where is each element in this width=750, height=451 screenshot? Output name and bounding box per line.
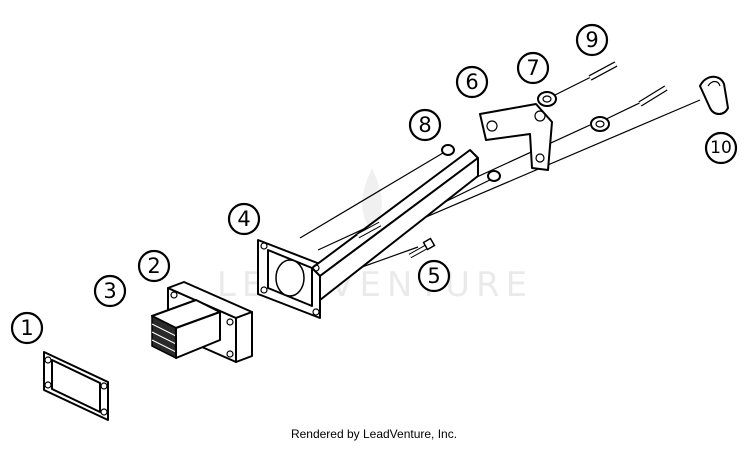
part-9-bolt xyxy=(588,61,668,107)
callout-4: 4 xyxy=(227,202,261,236)
svg-text:4: 4 xyxy=(237,207,250,231)
callout-10: 10 xyxy=(704,131,738,165)
callout-1: 1 xyxy=(10,311,44,345)
callout-5: 5 xyxy=(417,259,451,293)
callout-7: 7 xyxy=(516,51,550,85)
callout-6: 6 xyxy=(455,65,489,99)
callout-2: 2 xyxy=(137,249,171,283)
svg-text:6: 6 xyxy=(465,70,478,94)
svg-text:2: 2 xyxy=(147,254,160,278)
part-4-intake-manifold xyxy=(257,149,479,319)
part-3-reed-block xyxy=(151,299,221,360)
callout-9: 9 xyxy=(575,23,609,57)
part-5-bolt xyxy=(408,237,436,259)
svg-text:1: 1 xyxy=(20,316,33,340)
svg-text:8: 8 xyxy=(418,113,431,137)
part-bolt-short xyxy=(356,221,382,239)
part-10-clamp xyxy=(699,75,729,115)
callout-3: 3 xyxy=(93,274,127,308)
part-1-gasket xyxy=(43,351,109,421)
svg-text:3: 3 xyxy=(103,279,116,303)
render-credit: Rendered by LeadVenture, Inc. xyxy=(291,427,457,441)
part-8-washer xyxy=(441,144,501,182)
svg-text:10: 10 xyxy=(710,138,732,158)
svg-text:9: 9 xyxy=(585,28,598,52)
svg-text:7: 7 xyxy=(526,56,539,80)
svg-text:5: 5 xyxy=(427,264,440,288)
callout-8: 8 xyxy=(408,108,442,142)
part-6-bracket xyxy=(479,103,553,171)
part-7-nut xyxy=(537,91,610,132)
